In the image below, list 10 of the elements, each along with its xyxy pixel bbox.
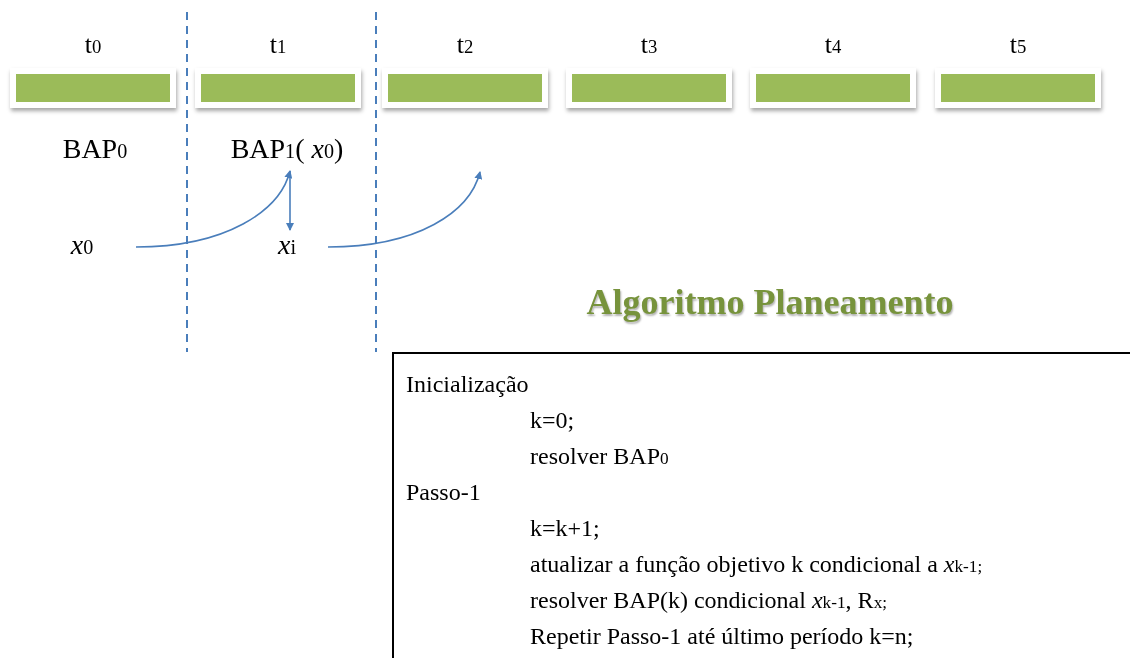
arrow (286, 170, 294, 231)
algorithm-step: k=0; (530, 407, 575, 433)
title: Algoritmo Planeamento (586, 281, 954, 324)
arrow (327, 171, 482, 248)
algorithm-box (392, 352, 1130, 658)
algorithm-step: k=k+1; (530, 515, 600, 541)
algorithm-step: Passo-1 (406, 479, 481, 505)
algorithm-step: Inicialização (406, 371, 529, 397)
arrow (135, 170, 292, 248)
algorithm-step: Repetir Passo-1 até último período k=n; (530, 623, 914, 649)
